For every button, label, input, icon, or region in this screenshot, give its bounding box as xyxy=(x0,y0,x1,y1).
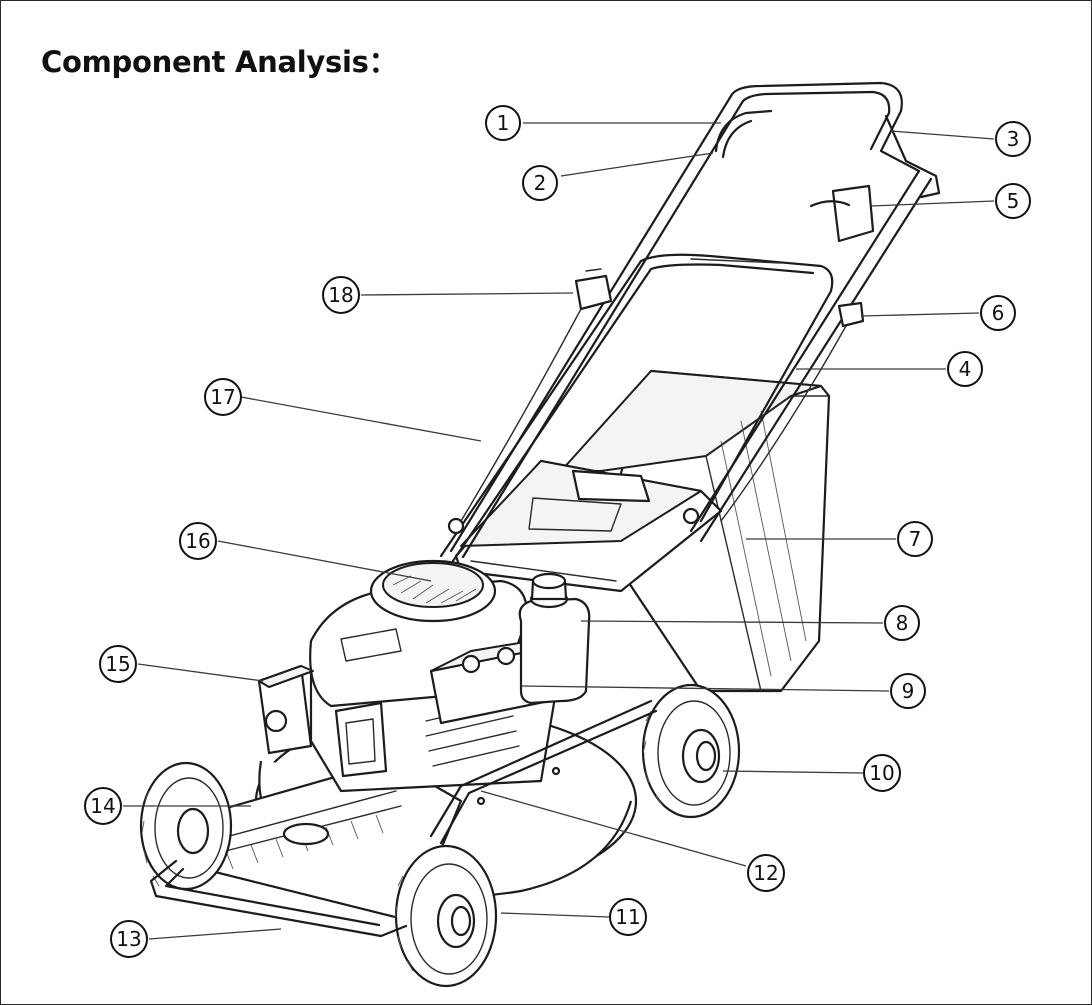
front-wheel-right xyxy=(394,844,498,988)
callout-11: 11 xyxy=(609,898,647,936)
svg-text:13: 13 xyxy=(116,927,141,951)
callout-10: 10 xyxy=(863,754,901,792)
callout-17: 17 xyxy=(204,378,242,416)
svg-text:12: 12 xyxy=(753,861,778,885)
callout-15: 15 xyxy=(99,645,137,683)
svg-text:18: 18 xyxy=(328,283,353,307)
callout-18: 18 xyxy=(322,276,360,314)
callout-16: 16 xyxy=(179,522,217,560)
handle-assembly xyxy=(439,81,941,563)
svg-text:3: 3 xyxy=(1007,127,1020,151)
svg-text:11: 11 xyxy=(615,905,640,929)
callout-14: 14 xyxy=(84,787,122,825)
svg-text:16: 16 xyxy=(185,529,210,553)
front-wheel-left xyxy=(139,761,233,891)
svg-text:5: 5 xyxy=(1007,189,1020,213)
callout-12: 12 xyxy=(747,854,785,892)
svg-text:9: 9 xyxy=(902,679,915,703)
grass-bag xyxy=(560,369,831,693)
callout-1: 1 xyxy=(485,105,521,141)
svg-text:2: 2 xyxy=(534,171,547,195)
callout-3: 3 xyxy=(995,121,1031,157)
callout-13: 13 xyxy=(110,920,148,958)
callout-2: 2 xyxy=(522,165,558,201)
callout-5: 5 xyxy=(995,183,1031,219)
svg-text:7: 7 xyxy=(909,527,922,551)
callout-7: 7 xyxy=(897,521,933,557)
svg-text:15: 15 xyxy=(105,652,130,676)
callout-4: 4 xyxy=(947,351,983,387)
svg-text:10: 10 xyxy=(869,761,894,785)
svg-text:14: 14 xyxy=(90,794,115,818)
svg-text:6: 6 xyxy=(992,301,1005,325)
svg-text:17: 17 xyxy=(210,385,235,409)
svg-text:1: 1 xyxy=(497,111,510,135)
svg-text:8: 8 xyxy=(896,611,909,635)
callout-8: 8 xyxy=(884,605,920,641)
svg-text:4: 4 xyxy=(959,357,972,381)
callout-6: 6 xyxy=(980,295,1016,331)
page-title: Component Analysis： xyxy=(41,45,398,79)
rear-wheel-right xyxy=(641,683,741,819)
leader-lines xyxy=(123,122,995,940)
engine xyxy=(257,559,591,793)
front-bumper xyxy=(149,859,408,938)
side-rail xyxy=(429,699,658,845)
rear-hood xyxy=(454,459,723,593)
callout-9: 9 xyxy=(890,673,926,709)
